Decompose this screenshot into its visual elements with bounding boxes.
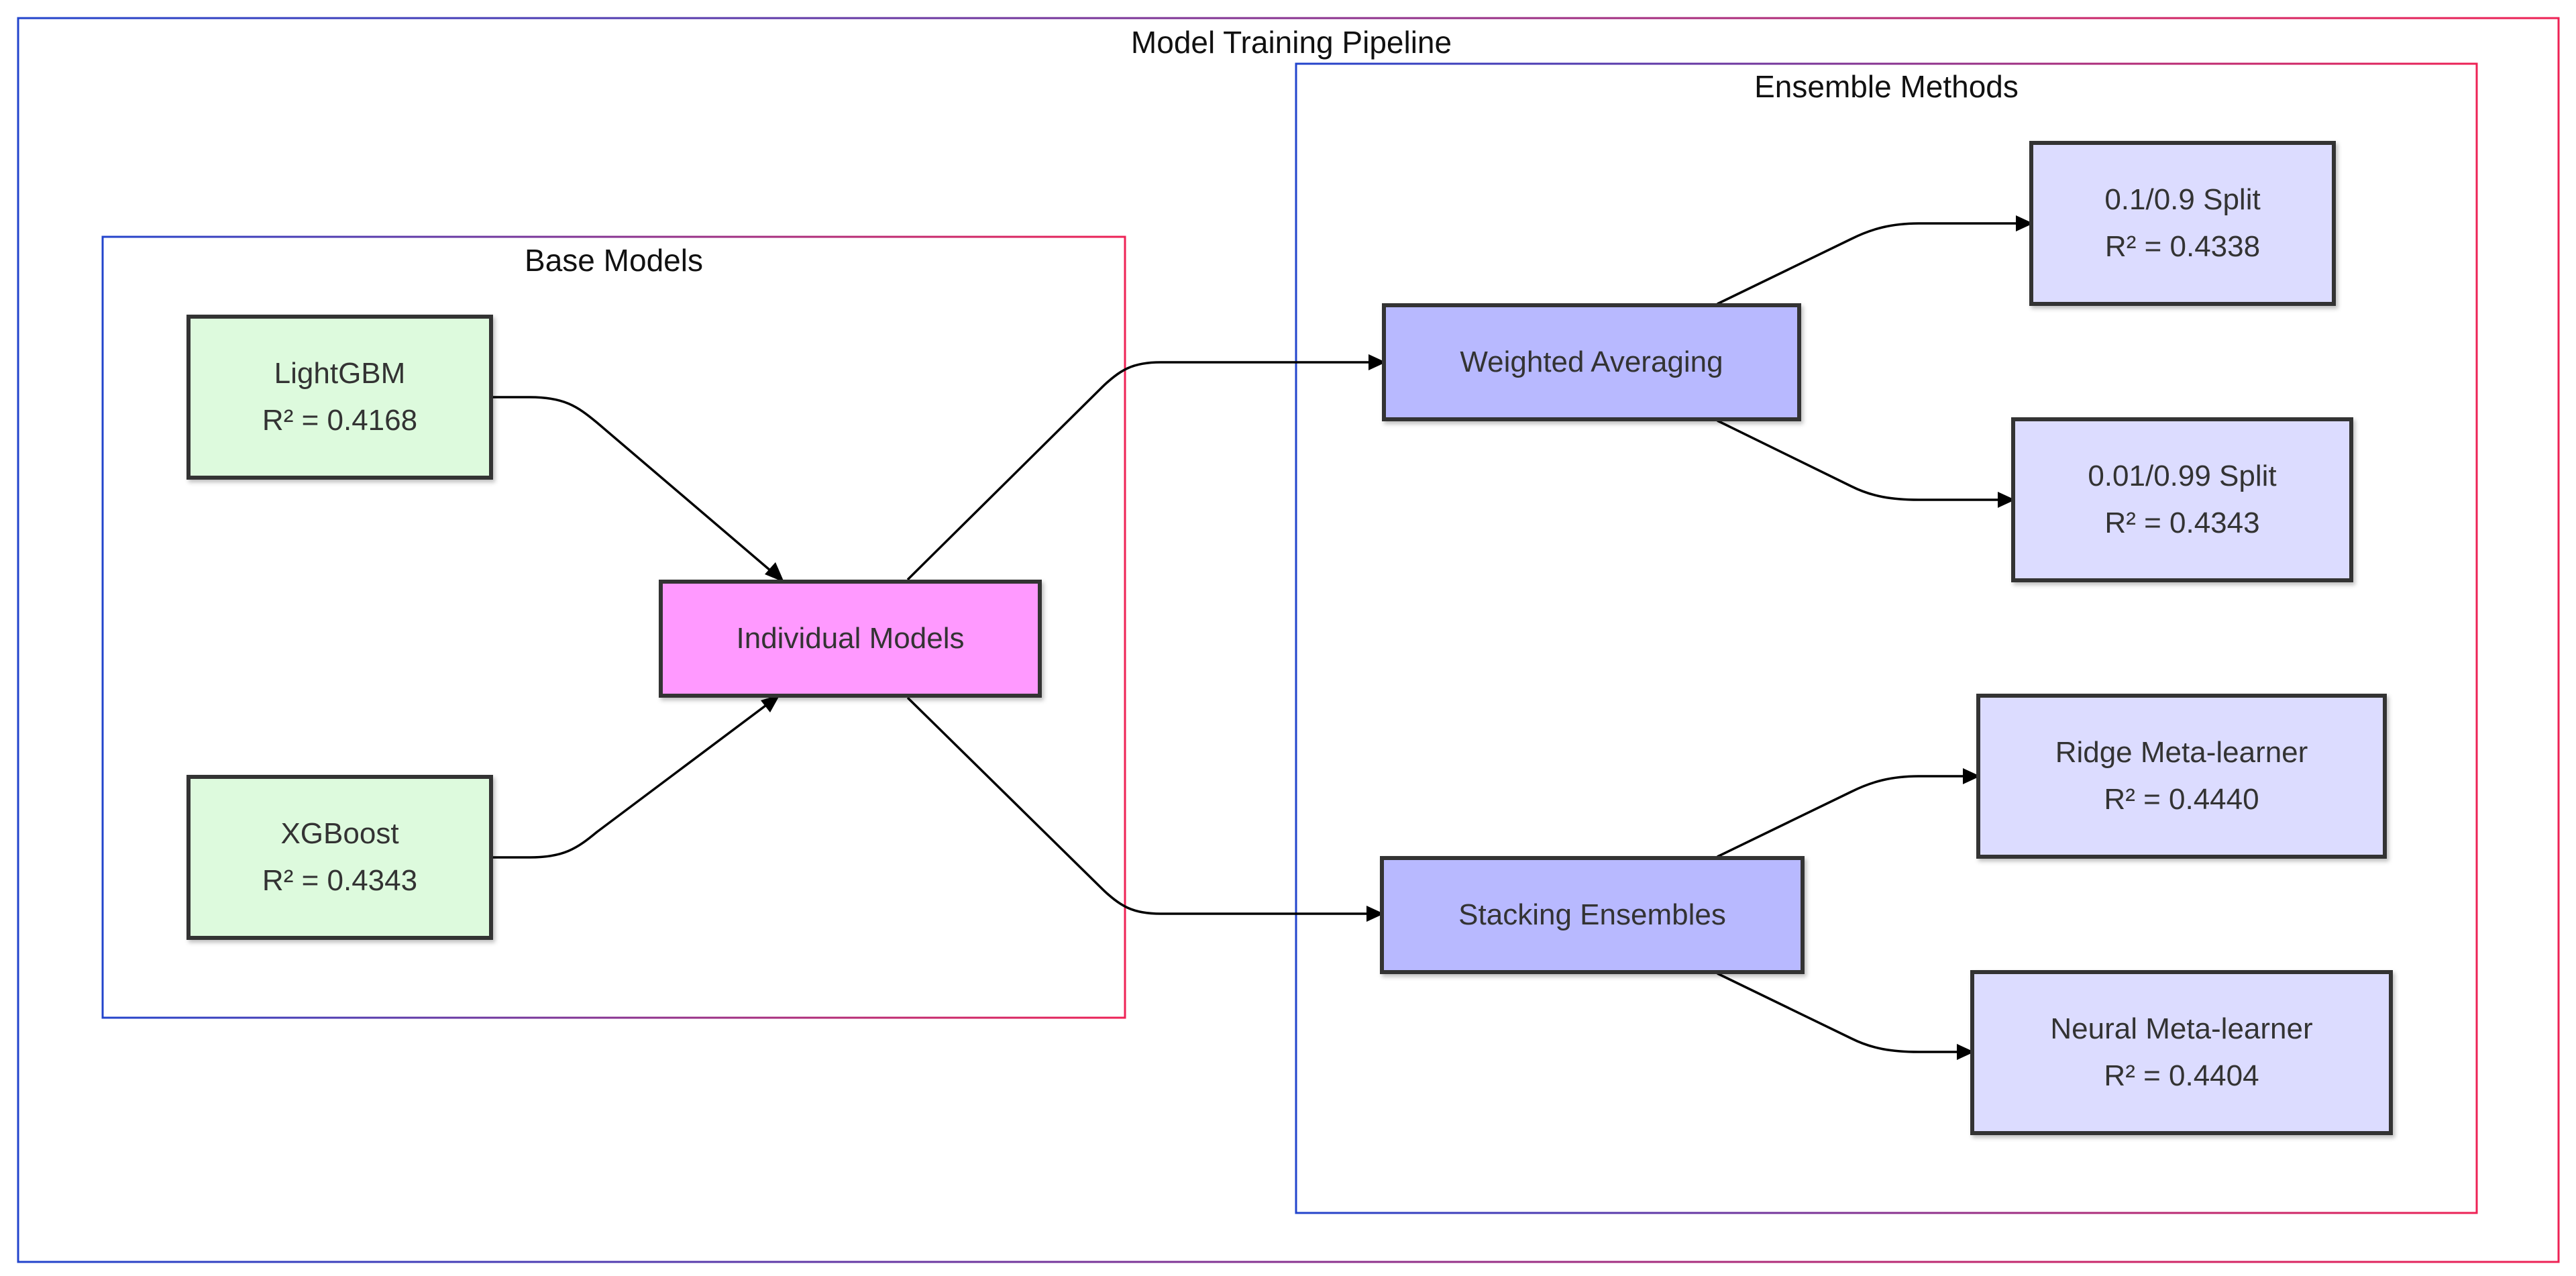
arrowhead-neural xyxy=(1957,1044,1974,1060)
split-001-node[interactable]: 0.01/0.99 Split R² = 0.4343 xyxy=(2011,417,2353,582)
split-01-score: R² = 0.4338 xyxy=(2104,230,2261,263)
neural-meta-learner-label: Neural Meta-learner xyxy=(2050,1012,2313,1045)
xgboost-score: R² = 0.4343 xyxy=(262,864,418,897)
edge-individual-to-weighted xyxy=(906,361,1382,581)
ridge-meta-learner-score: R² = 0.4440 xyxy=(2104,783,2259,816)
edge-weighted-to-split01 xyxy=(1717,222,2029,305)
xgboost-label: XGBoost xyxy=(280,816,399,850)
ensemble-cluster-label: Ensemble Methods xyxy=(1754,69,2019,104)
lightgbm-label: LightGBM xyxy=(274,356,406,390)
neural-meta-learner-score: R² = 0.4404 xyxy=(2104,1059,2259,1092)
edge-stacking-to-neural xyxy=(1717,972,1970,1053)
arrowhead-ridge xyxy=(1963,768,1980,784)
arrowhead-split01 xyxy=(2016,215,2033,231)
edge-individual-to-stacking xyxy=(906,696,1380,915)
split-01-label: 0.1/0.9 Split xyxy=(2104,182,2261,216)
edge-weighted-to-split001 xyxy=(1717,419,2011,501)
arrowhead-split001 xyxy=(1998,492,2015,508)
individual-models-label: Individual Models xyxy=(736,621,965,655)
arrowhead-individual-bottom xyxy=(761,694,780,712)
split-01-node[interactable]: 0.1/0.9 Split R² = 0.4338 xyxy=(2029,141,2336,306)
base-cluster-label: Base Models xyxy=(525,243,703,278)
arrowhead-stacking xyxy=(1366,906,1384,922)
arrowhead-weighted xyxy=(1368,354,1386,370)
split-001-score: R² = 0.4343 xyxy=(2104,507,2260,539)
pipeline-cluster-frame xyxy=(17,17,2560,1263)
edge-xgboost-to-individual xyxy=(492,696,777,859)
xgboost-node[interactable]: XGBoost R² = 0.4343 xyxy=(186,775,493,940)
individual-models-node[interactable]: Individual Models xyxy=(659,580,1042,698)
lightgbm-score: R² = 0.4168 xyxy=(262,404,418,437)
neural-meta-learner-node[interactable]: Neural Meta-learner R² = 0.4404 xyxy=(1970,970,2393,1135)
split-001-label: 0.01/0.99 Split xyxy=(2088,459,2277,492)
arrowhead-individual-top xyxy=(765,562,784,582)
weighted-averaging-node[interactable]: Weighted Averaging xyxy=(1382,303,1801,421)
lightgbm-node[interactable]: LightGBM R² = 0.4168 xyxy=(186,315,493,480)
edge-lightgbm-to-individual xyxy=(492,396,781,580)
pipeline-title: Model Training Pipeline xyxy=(1130,25,1452,60)
base-cluster-frame xyxy=(101,235,1126,1019)
ridge-meta-learner-label: Ridge Meta-learner xyxy=(2055,735,2308,769)
edge-stacking-to-ridge xyxy=(1717,775,1976,858)
stacking-ensembles-label: Stacking Ensembles xyxy=(1458,898,1726,931)
ridge-meta-learner-node[interactable]: Ridge Meta-learner R² = 0.4440 xyxy=(1976,694,2387,859)
weighted-averaging-label: Weighted Averaging xyxy=(1460,345,1723,378)
ensemble-cluster-frame xyxy=(1295,62,2478,1214)
stacking-ensembles-node[interactable]: Stacking Ensembles xyxy=(1380,856,1805,974)
